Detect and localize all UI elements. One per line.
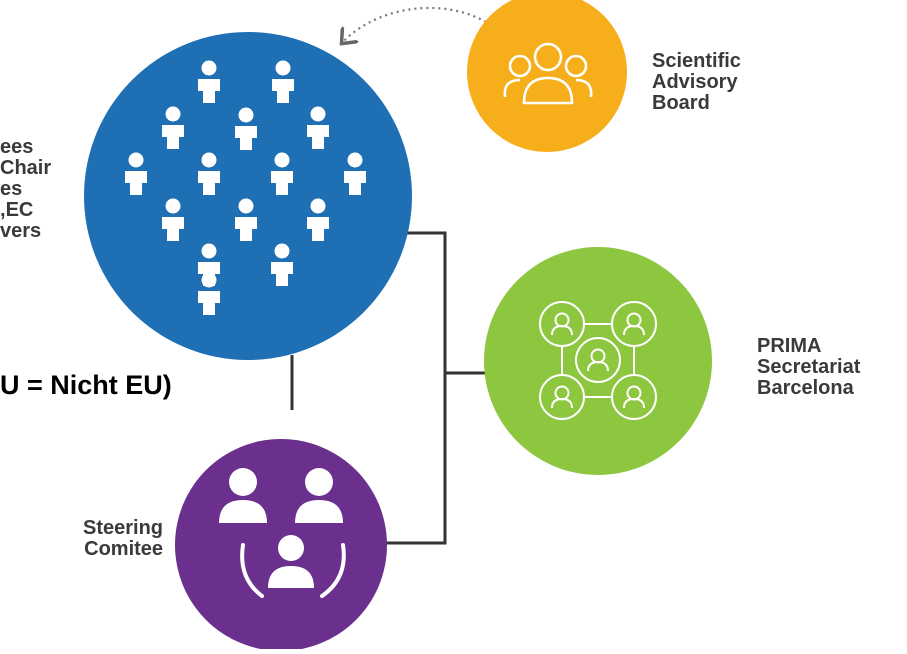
network-people-icon — [539, 301, 657, 420]
members-label-line-4: EC, — [0, 199, 34, 221]
members-circle — [84, 32, 412, 360]
advisory-label-line-3: Board — [652, 92, 710, 114]
steering-label-line-2: Comitee — [84, 538, 164, 560]
advisory-circle — [467, 0, 627, 152]
overlay-annotation-text: U = Nicht EU) — [0, 370, 172, 400]
secretariat-label-line-1: PRIMA — [757, 335, 822, 357]
members-label: ees Chair es EC, vers — [0, 137, 74, 242]
secretariat-label-line-2: Secretariat — [757, 356, 861, 378]
connector-members-steering-right — [375, 231, 447, 545]
members-label-line-3: es — [0, 178, 23, 200]
advisory-label-line-1: Scientific — [652, 50, 741, 72]
advisory-board-node — [467, 0, 627, 152]
secretariat-label-line-3: Barcelona — [757, 377, 854, 399]
advisory-arrow — [343, 6, 487, 42]
steering-committee-label: Steering Comitee — [83, 518, 163, 560]
members-label-line-2: Chair — [0, 157, 52, 179]
people-circle-icon — [219, 468, 346, 598]
members-label-line-5: vers — [0, 220, 42, 242]
secretariat-node — [484, 247, 712, 475]
members-node — [84, 32, 412, 360]
steering-label-line-1: Steering — [83, 517, 164, 539]
connector-lines — [290, 231, 487, 545]
group-of-three-icon — [503, 42, 593, 105]
advisory-board-label: Scientific Advisory Board — [652, 51, 741, 114]
secretariat-label: PRIMA Secretariat Barcelona — [757, 336, 860, 399]
advisory-label-line-2: Advisory — [652, 71, 738, 93]
steering-committee-node — [175, 439, 387, 651]
members-label-line-1: ees — [0, 137, 34, 158]
